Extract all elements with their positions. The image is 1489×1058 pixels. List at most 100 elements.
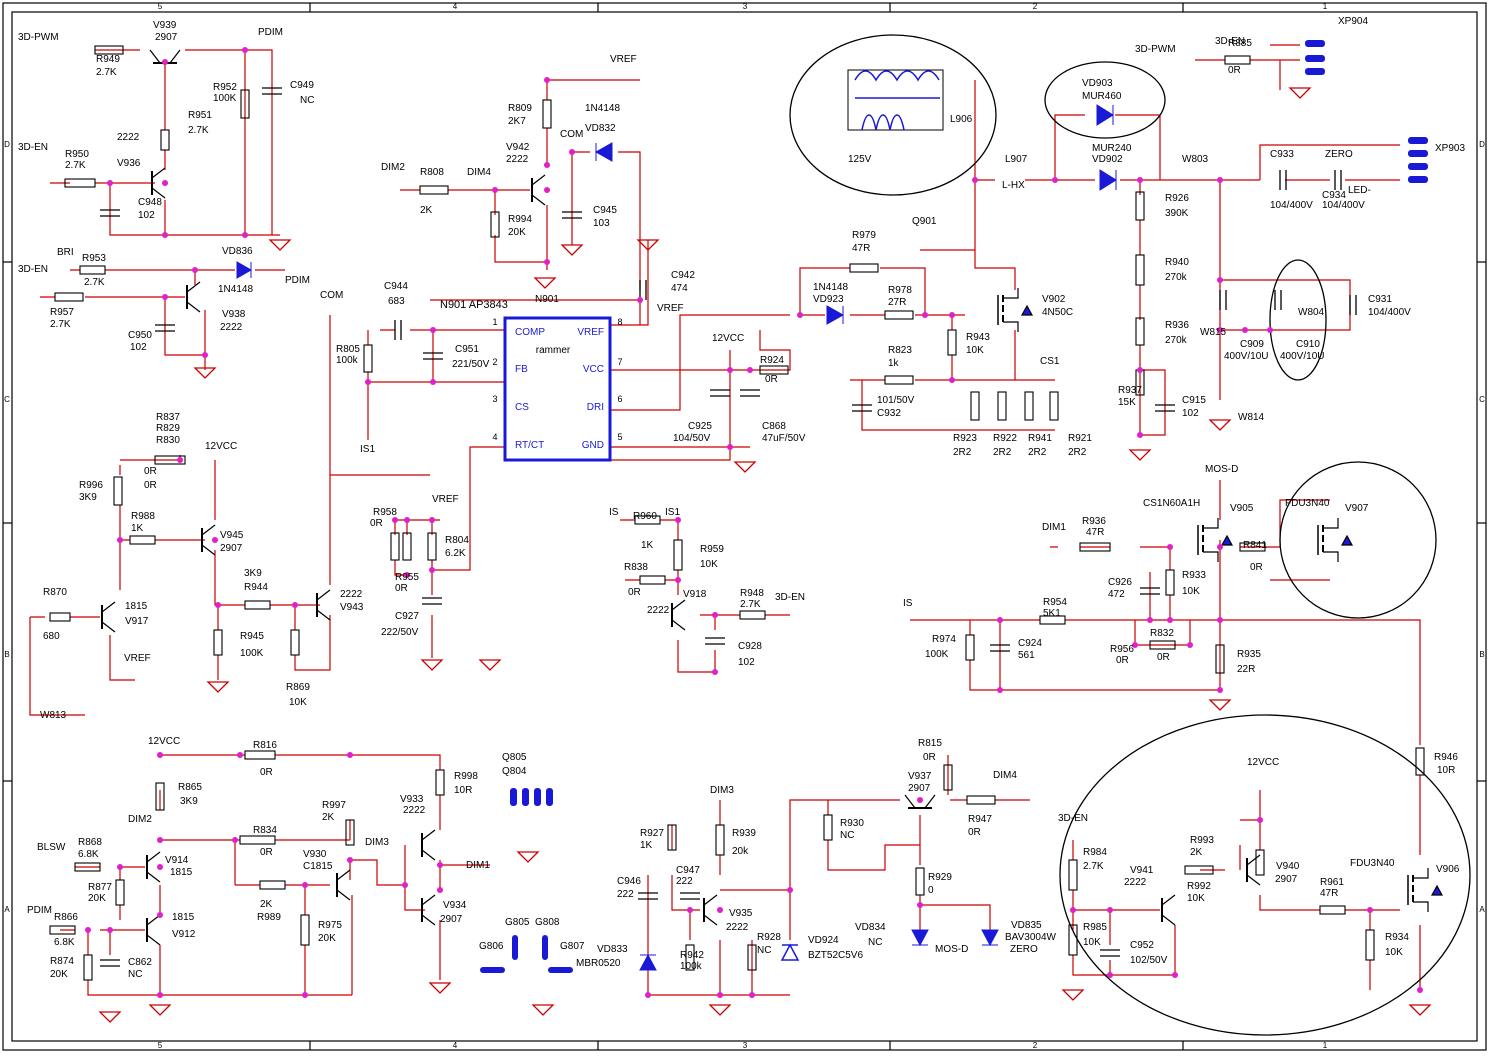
schematic-label: 2R2 [1068, 447, 1087, 458]
mosfet [1197, 518, 1234, 562]
ground-symbol [268, 239, 292, 251]
junction-dot [1137, 177, 1143, 183]
junction-dot [569, 149, 575, 155]
schematic-label: 0 [928, 885, 934, 896]
resistor [1149, 640, 1176, 650]
schematic-label: VREF [432, 494, 459, 505]
schematic-label: R988 [131, 511, 155, 522]
schematic-label: 2907 [220, 543, 243, 554]
bjt-transistor [146, 851, 161, 883]
schematic-label: 3K9 [244, 568, 262, 579]
schematic-label: 683 [388, 296, 405, 307]
schematic-label: DIM2 [381, 162, 405, 173]
ic-pin-name: VREF [577, 327, 604, 338]
junction-dot [157, 752, 163, 758]
ground-symbol [1061, 989, 1085, 1001]
resistor [435, 769, 445, 796]
junction-dots [85, 47, 1423, 998]
ground-symbol [531, 1004, 555, 1016]
frame-row-label: D [1479, 140, 1485, 149]
resistor [115, 879, 125, 906]
ic-pin-number: 6 [617, 394, 622, 404]
ground-symbol [1128, 449, 1152, 461]
schematic-label: 2222 [647, 605, 670, 616]
resistor [402, 532, 412, 561]
resistor [1024, 391, 1034, 421]
resistor [259, 880, 286, 890]
schematic-label: 102 [1182, 408, 1199, 419]
schematic-label: IS1 [665, 507, 680, 518]
schematic-label: C931 [1368, 294, 1392, 305]
resistor [1365, 929, 1375, 961]
schematic-label: R877 [88, 882, 112, 893]
schematic-label: 3D-PWM [18, 32, 59, 43]
bjt-transistor [336, 869, 351, 901]
schematic-label: R924 [760, 355, 784, 366]
resistor [290, 629, 300, 656]
resistor [1415, 747, 1425, 776]
schematic-label: 270k [1165, 335, 1188, 346]
schematic-label: 102 [138, 210, 155, 221]
schematic-label: 2.7K [84, 277, 105, 288]
schematic-label: R989 [257, 912, 281, 923]
schematic-label: 2222 [1124, 877, 1147, 888]
schematic-label: N901 [535, 294, 559, 305]
schematic-label: R808 [420, 167, 444, 178]
junction-dot [429, 567, 435, 573]
schematic-label: V918 [683, 589, 707, 600]
junction-dot [997, 687, 1003, 693]
schematic-label: R832 [1150, 628, 1174, 639]
resistor [244, 600, 271, 610]
schematic-label: R956 [1110, 644, 1134, 655]
junction-dot [1217, 544, 1223, 550]
schematic-label: 10R [1437, 765, 1455, 776]
schematic-label: 20K [88, 893, 106, 904]
transformer-l906 [847, 69, 944, 131]
junction-dot [232, 837, 238, 843]
schematic-label: G805 [505, 917, 530, 928]
schematic-label: R809 [508, 103, 532, 114]
schematic-label: 3K9 [79, 492, 97, 503]
resistor [94, 45, 124, 55]
resistor [64, 178, 96, 188]
schematic-label: R992 [1187, 881, 1211, 892]
resistor [966, 795, 996, 805]
schematic-label: R837 [156, 412, 180, 423]
resistor [884, 375, 914, 385]
schematic-label: 2222 [403, 805, 426, 816]
resistor [1184, 865, 1214, 875]
ic-pin-name: GND [582, 440, 604, 451]
schematic-label: V936 [117, 158, 141, 169]
schematic-label: VD834 [855, 922, 886, 933]
schematic-label: C932 [877, 408, 901, 419]
schematic-label: R958 [373, 507, 397, 518]
schematic-label: R979 [852, 230, 876, 241]
junction-dot [107, 927, 113, 933]
resistor [49, 925, 76, 935]
schematic-label: V938 [222, 309, 246, 320]
schematic-label: Q805 [502, 752, 527, 763]
resistor [49, 612, 71, 622]
schematic-label: V906 [1436, 864, 1460, 875]
junction-dot [162, 232, 168, 238]
junction-dot [949, 312, 955, 318]
schematic-label: R946 [1434, 752, 1458, 763]
schematic-label: R874 [50, 956, 74, 967]
junction-dot [712, 669, 718, 675]
schematic-label: 10R [454, 785, 472, 796]
schematic-label: NC [757, 945, 771, 956]
schematic-label: XP904 [1338, 16, 1368, 27]
junction-dot [1367, 907, 1373, 913]
resistor [685, 944, 695, 971]
schematic-label: NC [128, 969, 142, 980]
ground-symbol [206, 681, 230, 693]
junction-dot [675, 517, 681, 523]
schematic-label: 2222 [117, 132, 140, 143]
junction-dot [675, 577, 681, 583]
schematic-label: VREF [657, 303, 684, 314]
schematic-label: 3D-EN [775, 592, 805, 603]
schematic-label: 6.2K [445, 548, 466, 559]
ground-symbol [636, 239, 660, 251]
schematic-label: C951 [455, 344, 479, 355]
resistor [345, 819, 355, 846]
